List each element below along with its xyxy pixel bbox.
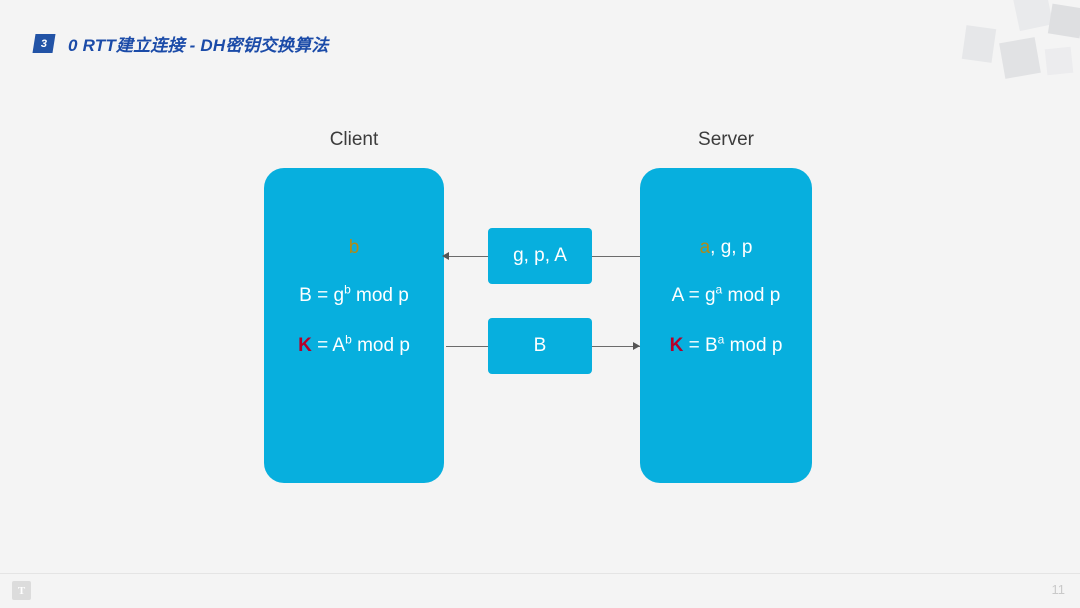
- server-key-base: = B: [683, 335, 718, 356]
- server-public-base: A = g: [671, 285, 716, 306]
- client-public-line: B = gb mod p: [264, 282, 444, 307]
- client-key-exponent: b: [345, 332, 352, 347]
- client-key-symbol: K: [298, 335, 312, 356]
- connector-top-right: [592, 256, 640, 257]
- arrowhead-to-server-icon: [633, 342, 640, 350]
- client-shared-key-line: K = Ab mod p: [264, 332, 444, 357]
- server-key-tail: mod p: [724, 335, 783, 356]
- message-box-server-to-client: g, p, A: [488, 228, 592, 284]
- server-public-tail: mod p: [722, 285, 781, 306]
- client-public-tail: mod p: [350, 285, 409, 306]
- server-public-exponent: a: [715, 282, 723, 297]
- arrowhead-to-client-icon: [442, 252, 449, 260]
- connector-bottom-left: [446, 346, 488, 347]
- client-key-tail: mod p: [351, 335, 410, 356]
- client-secret-line: b: [264, 237, 444, 259]
- message-box-client-to-server: B: [488, 318, 592, 374]
- footer-divider: [0, 573, 1080, 574]
- server-column-header: Server: [698, 129, 754, 150]
- client-column-header: Client: [329, 129, 379, 150]
- footer-bar: [0, 574, 1080, 608]
- server-key-symbol: K: [669, 335, 684, 356]
- server-shared-key-line: K = Ba mod p: [640, 332, 812, 357]
- server-public-line: A = ga mod p: [640, 282, 812, 307]
- client-party-box: b B = gb mod p K = Ab mod p: [264, 168, 444, 483]
- server-secret-rest: , g, p: [710, 237, 753, 258]
- connector-top-left: [446, 256, 488, 257]
- server-party-box: a, g, p A = ga mod p K = Ba mod p: [640, 168, 812, 483]
- page-title: 0 RTT建立连接 - DH密钥交换算法: [68, 36, 329, 55]
- connector-bottom-right: [592, 346, 640, 347]
- client-key-base: = A: [311, 335, 346, 356]
- slide-header: 3 0 RTT建立连接 - DH密钥交换算法: [32, 31, 329, 56]
- server-key-exponent: a: [717, 332, 725, 347]
- brand-logo-icon: T: [12, 581, 31, 600]
- server-secret-value: a: [699, 237, 711, 258]
- client-public-base: B = g: [299, 285, 345, 306]
- server-secret-line: a, g, p: [640, 237, 812, 259]
- page-number: 11: [1051, 582, 1066, 597]
- client-public-exponent: b: [344, 282, 351, 297]
- client-secret-value: b: [348, 237, 360, 258]
